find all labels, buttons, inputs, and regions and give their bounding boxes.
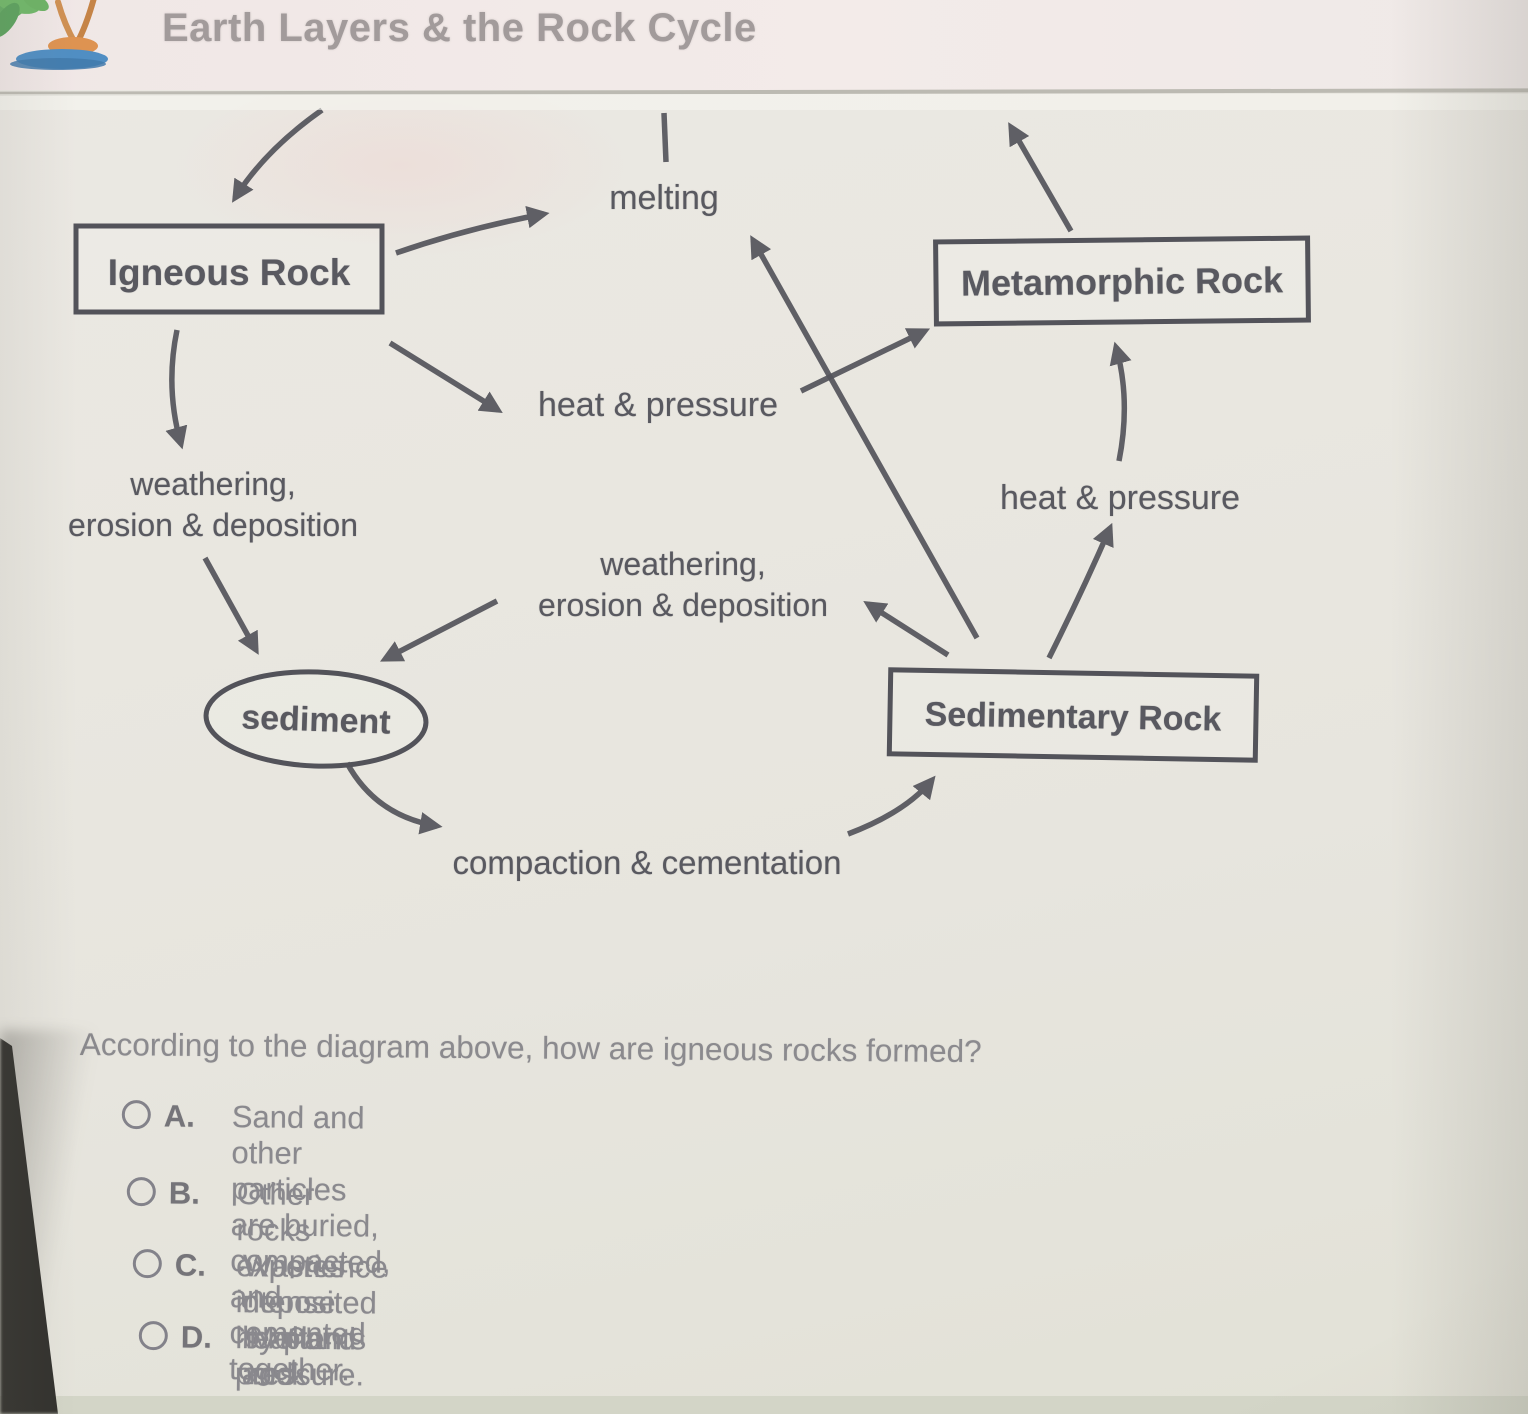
- heat-pressure-upper-label: heat & pressure: [538, 386, 778, 424]
- screen-seam-highlight: [0, 94, 1528, 110]
- metamorphic-rock-label: Metamorphic Rock: [961, 259, 1284, 303]
- sediment-node: sediment: [203, 669, 429, 769]
- metamorphic-rock-node: Metamorphic Rock: [933, 235, 1311, 327]
- sedimentary-rock-node: Sedimentary Rock: [886, 667, 1260, 763]
- arrow-heat-pressure-to-metamorphic: [799, 328, 931, 394]
- melting-label: melting: [609, 179, 719, 217]
- option-c-radio[interactable]: [132, 1248, 162, 1279]
- arrow-weathering-to-sediment: [202, 556, 259, 655]
- heat-pressure-right-label: heat & pressure: [1000, 479, 1240, 517]
- option-c-letter: C.: [174, 1247, 206, 1283]
- sediment-label: sediment: [241, 698, 392, 741]
- igneous-rock-label: Igneous Rock: [108, 252, 351, 293]
- arrow-melting-up-stub: [661, 112, 669, 163]
- arrow-igneous-to-heat-pressure: [388, 340, 503, 413]
- arrow-sediment-to-compaction: [344, 761, 443, 835]
- option-a-radio[interactable]: [121, 1099, 151, 1130]
- sedimentary-rock-label: Sedimentary Rock: [924, 695, 1221, 738]
- app-header: Earth Layers & the Rock Cycle: [0, 0, 1528, 90]
- page-title: Earth Layers & the Rock Cycle: [162, 6, 757, 50]
- palm-tree-island-icon: [0, 0, 108, 70]
- option-a-letter: A.: [163, 1098, 195, 1134]
- arrow-compaction-to-sedimentary: [847, 775, 936, 837]
- photo-dark-corner: [0, 1038, 58, 1414]
- question-prompt: According to the diagram above, how are …: [79, 1026, 982, 1070]
- screen-bottom-edge: [0, 1396, 1528, 1414]
- option-b-letter: B.: [168, 1175, 200, 1211]
- arrow-heat-pressure-right-to-metamorphic: [1109, 341, 1132, 462]
- option-d-radio[interactable]: [138, 1320, 168, 1351]
- rock-cycle-diagram: Igneous Rock Metamorphic Rock Sedimentar…: [68, 107, 1311, 881]
- arrow-sedimentary-to-melting: [750, 235, 980, 640]
- igneous-rock-node: Igneous Rock: [73, 223, 385, 315]
- weathering-mid-label-line2: erosion & deposition: [538, 587, 828, 623]
- arrow-sedimentary-to-heat-pressure: [1046, 522, 1114, 660]
- arrow-metamorphic-up: [1008, 122, 1074, 233]
- weathering-mid-label-line1: weathering,: [599, 546, 765, 582]
- arrow-weathering-mid-to-sediment: [379, 598, 499, 662]
- option-b-radio[interactable]: [126, 1176, 156, 1207]
- weathering-left-label-line1: weathering,: [129, 466, 295, 502]
- arrow-igneous-to-melting: [395, 205, 550, 256]
- weathering-left-label-line2: erosion & deposition: [68, 507, 358, 543]
- arrow-sedimentary-to-weathering-mid: [863, 600, 950, 658]
- arrow-into-igneous: [232, 107, 324, 203]
- option-d-letter: D.: [180, 1319, 212, 1355]
- compaction-label: compaction & cementation: [453, 844, 842, 881]
- arrow-igneous-to-weathering: [165, 329, 188, 450]
